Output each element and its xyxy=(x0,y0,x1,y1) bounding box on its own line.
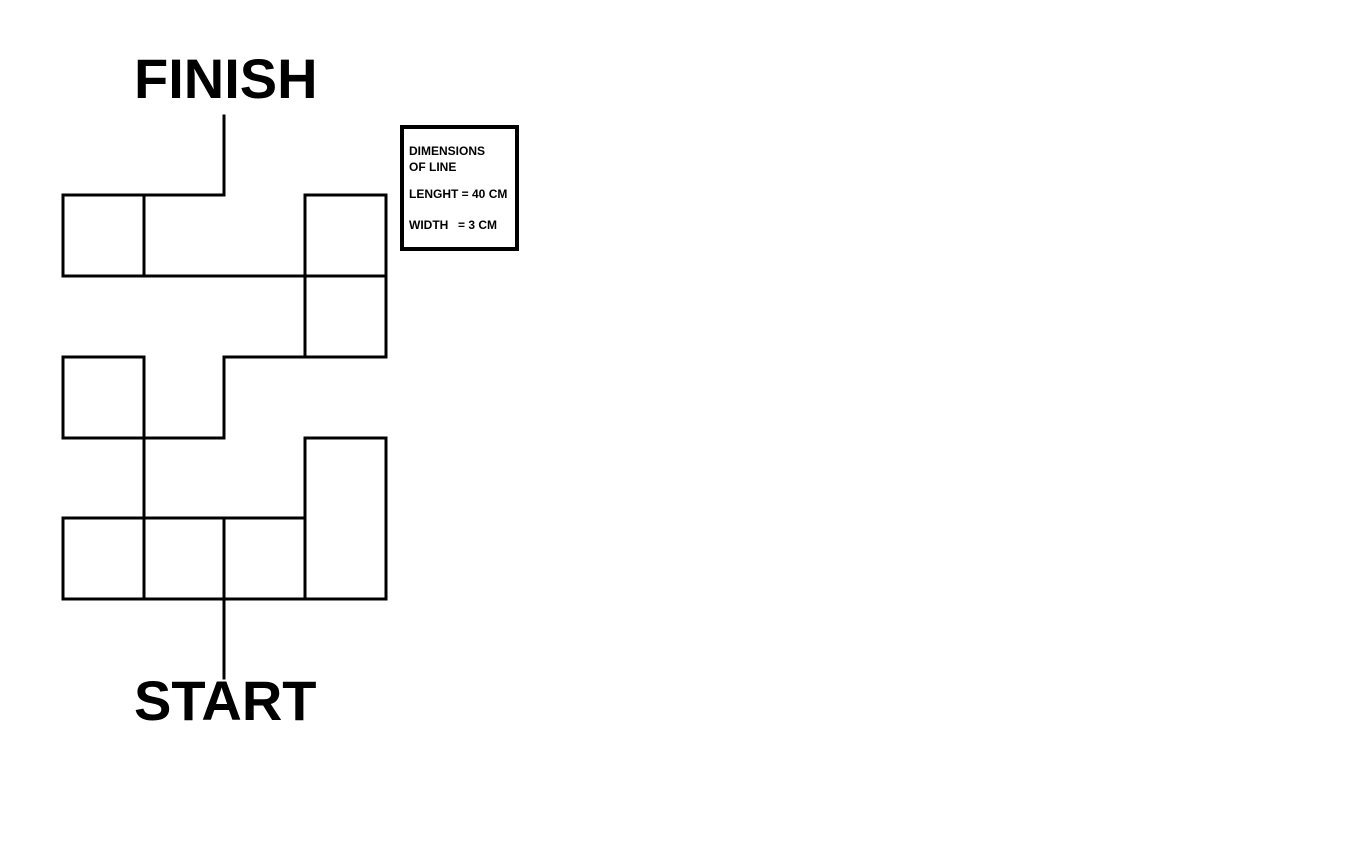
top-row-bottom-line xyxy=(142,193,307,278)
middle-left-square xyxy=(61,355,146,440)
top-right-square-upper xyxy=(303,193,388,278)
top-left-square xyxy=(61,193,146,278)
bottom-square-2 xyxy=(142,516,226,601)
dimensions-box-frame xyxy=(400,125,519,251)
dimensions-length-text: LENGHT = 40 CM xyxy=(409,187,507,201)
bottom-tall-rect xyxy=(303,436,388,601)
dimensions-title-line2: OF LINE xyxy=(409,160,456,174)
finish-stem-line xyxy=(142,114,226,197)
finish-label: FINISH xyxy=(134,47,318,110)
maze-lines xyxy=(61,114,388,680)
bottom-square-1 xyxy=(61,516,146,601)
top-right-square-lower xyxy=(303,274,388,359)
middle-step-line xyxy=(142,355,307,440)
dimensions-title-line1: DIMENSIONS xyxy=(409,144,485,158)
dimensions-width-value: = 3 CM xyxy=(458,218,497,232)
dimensions-box: DIMENSIONS OF LINE LENGHT = 40 CM WIDTH … xyxy=(400,125,519,251)
dimensions-width-label: WIDTH xyxy=(409,218,448,232)
bottom-square-3 xyxy=(222,516,307,601)
